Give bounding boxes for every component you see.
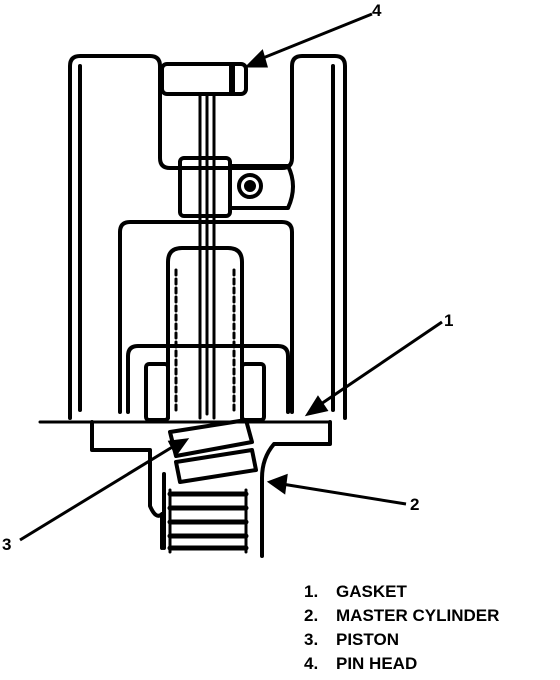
sleeve-threads: [174, 268, 236, 414]
sleeve: [166, 246, 244, 420]
callout-piston: 3: [2, 535, 12, 554]
spring: [167, 491, 249, 551]
leader-4: [257, 12, 373, 62]
legend-label: PIN HEAD: [336, 654, 418, 673]
legend-item: 1. GASKET: [304, 580, 499, 604]
retainer-seal-right: [240, 362, 266, 422]
callout-master-cylinder: 2: [410, 495, 420, 514]
callout-gasket: 1: [444, 311, 454, 330]
pin-head: [160, 62, 248, 96]
clamp-block: [178, 156, 232, 218]
retainer-seal-left: [144, 362, 170, 422]
master-cylinder-bore: [148, 472, 166, 550]
legend-item: 3. PISTON: [304, 628, 499, 652]
legend-label: GASKET: [336, 582, 407, 601]
master-cylinder-body: [90, 420, 332, 558]
leader-3: [19, 444, 175, 542]
leader-1-arrow: [304, 395, 329, 417]
leader-3-arrow: [167, 438, 190, 457]
retainer: [126, 344, 290, 414]
legend-number: 1.: [304, 582, 319, 601]
callout-pin-head: 4: [372, 1, 382, 20]
legend-number: 2.: [304, 606, 319, 625]
legend: 1. GASKET 2. MASTER CYLINDER 3. PISTON 4. PI…: [304, 580, 499, 676]
legend-number: 4.: [304, 654, 319, 673]
screw-shaft: [198, 92, 216, 420]
legend-item: 2. MASTER CYLINDER: [304, 604, 499, 628]
legend-number: 3.: [304, 630, 319, 649]
legend-label: MASTER CYLINDER: [336, 606, 500, 625]
piston-lower: [174, 448, 258, 484]
leader-1: [317, 320, 443, 408]
clamp-arm: [228, 164, 295, 210]
leader-2: [281, 482, 407, 506]
clamp-bolt-icon: [237, 173, 263, 199]
leader-2-arrow: [266, 473, 288, 495]
clamp-bolt-center: [244, 180, 256, 192]
legend-item: 4. PIN HEAD: [304, 652, 499, 676]
tool-frame: [68, 54, 347, 420]
spring-ends: [168, 488, 248, 554]
legend-label: PISTON: [336, 630, 399, 649]
leader-4-arrow: [244, 49, 268, 68]
